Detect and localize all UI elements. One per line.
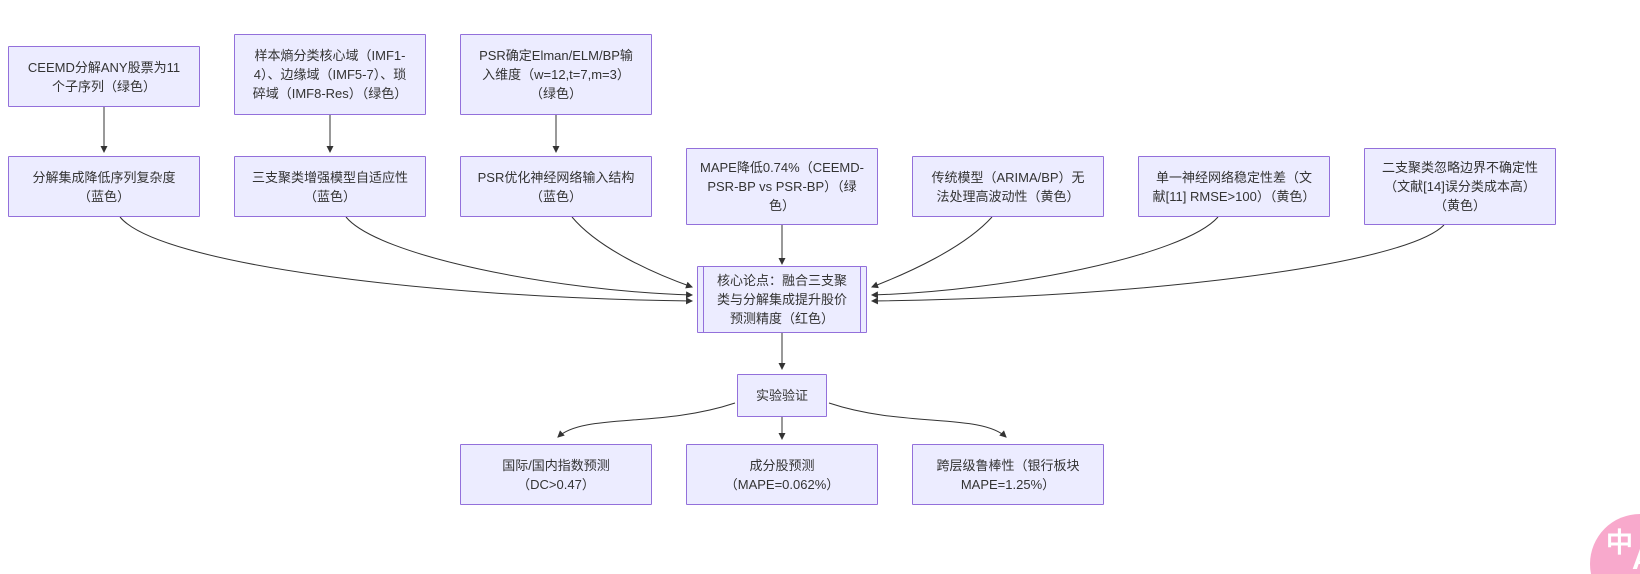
edge-exp-r1: [557, 402, 736, 438]
core-inner-border-left: [703, 267, 704, 332]
node-experiment-validation: 实验验证: [737, 374, 827, 417]
node-decomposition-complexity: 分解集成降低序列复杂度（蓝色）: [8, 156, 200, 217]
node-cross-level-robustness: 跨层级鲁棒性（银行板块MAPE=1.25%）: [912, 444, 1104, 505]
core-inner-border-right: [860, 267, 861, 332]
edge-b-core: [345, 216, 694, 299]
node-psr-optimization: PSR优化神经网络输入结构（蓝色）: [460, 156, 652, 217]
edge-g-core: [870, 224, 1445, 305]
node-two-way-clustering-limit: 二支聚类忽略边界不确定性（文献[14]误分类成本高）（黄色）: [1364, 148, 1556, 225]
node-psr-dimension: PSR确定Elman/ELM/BP输入维度（w=12,t=7,m=3）（绿色）: [460, 34, 652, 115]
node-sample-entropy: 样本熵分类核心域（IMF1-4）、边缘域（IMF5-7）、琐碎域（IMF8-Re…: [234, 34, 426, 115]
translate-button[interactable]: 中 A: [1590, 514, 1640, 574]
core-thesis-label: 核心论点：融合三支聚类与分解集成提升股价预测精度（红色）: [716, 273, 847, 326]
node-single-network-instability: 单一神经网络稳定性差（文献[11] RMSE>100）（黄色）: [1138, 156, 1330, 217]
node-constituent-forecast: 成分股预测（MAPE=0.062%）: [686, 444, 878, 505]
edge-a-core: [119, 216, 694, 305]
node-core-thesis: 核心论点：融合三支聚类与分解集成提升股价预测精度（红色）: [697, 266, 867, 333]
edge-e-core: [871, 216, 993, 289]
node-traditional-model-limit: 传统模型（ARIMA/BP）无法处理高波动性（黄色）: [912, 156, 1104, 217]
node-three-way-clustering: 三支聚类增强模型自适应性（蓝色）: [234, 156, 426, 217]
edge-exp-r3: [828, 402, 1007, 438]
edge-f-core: [870, 216, 1219, 299]
translate-en-glyph: A: [1632, 546, 1640, 574]
node-ceemd-decompose: CEEMD分解ANY股票为11个子序列（绿色）: [8, 46, 200, 107]
translate-zh-glyph: 中: [1606, 528, 1633, 558]
node-mape-reduction: MAPE降低0.74%（CEEMD-PSR-BP vs PSR-BP）（绿色）: [686, 148, 878, 225]
node-index-forecast: 国际/国内指数预测（DC>0.47）: [460, 444, 652, 505]
edge-c-core: [571, 216, 693, 289]
